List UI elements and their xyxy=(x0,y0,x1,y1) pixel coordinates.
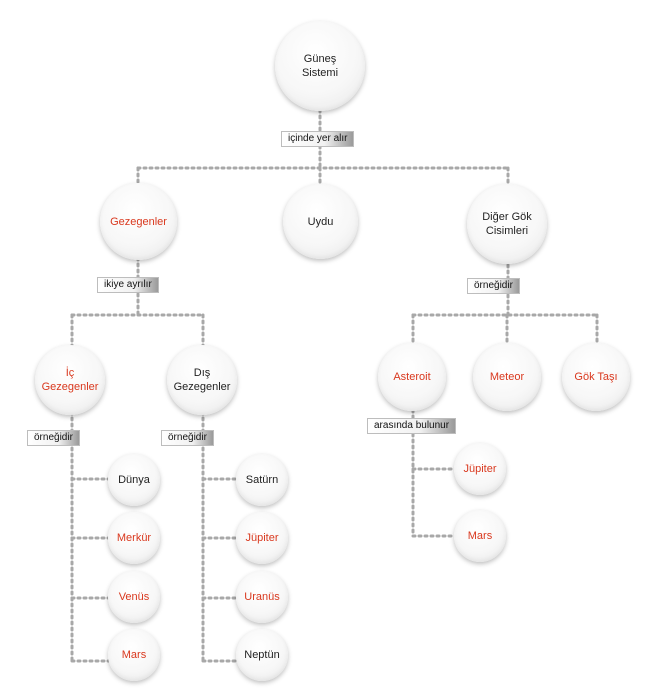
node-label: Merkür xyxy=(116,532,152,544)
node-label: Mars xyxy=(467,530,493,542)
node-jupiter-dis: Jüpiter xyxy=(236,512,288,564)
node-label: Dünya xyxy=(118,474,150,486)
node-label: Uranüs xyxy=(244,591,280,603)
link-label-ikiye-ayrilir: ikiye ayrılır xyxy=(97,277,159,293)
node-label: Güneş Sistemi xyxy=(301,53,339,79)
node-label: Mars xyxy=(121,649,147,661)
node-ic-gezegenler: İç Gezegenler xyxy=(35,345,105,415)
node-mars-ast: Mars xyxy=(454,510,506,562)
node-label: Venüs xyxy=(118,591,150,603)
node-merkur: Merkür xyxy=(108,512,160,564)
node-label: Jüpiter xyxy=(245,532,279,544)
node-uranus: Uranüs xyxy=(236,571,288,623)
node-asteroit: Asteroit xyxy=(378,343,446,411)
node-dunya: Dünya xyxy=(108,454,160,506)
node-gezegenler: Gezegenler xyxy=(100,183,177,260)
node-label: Gezegenler xyxy=(110,215,167,228)
node-mars-ic: Mars xyxy=(108,629,160,681)
node-label: Asteroit xyxy=(393,371,431,383)
node-label: Diğer Gök Cisimleri xyxy=(482,211,532,237)
node-saturn: Satürn xyxy=(236,454,288,506)
node-label: Meteor xyxy=(489,371,525,383)
node-neptun: Neptün xyxy=(236,629,288,681)
node-gunes-sistemi: Güneş Sistemi xyxy=(275,21,365,111)
link-label-ornegidir-dis: örneğidir xyxy=(161,430,214,446)
node-label: Dış Gezegenler xyxy=(173,367,231,393)
node-jupiter-ast: Jüpiter xyxy=(454,443,506,495)
node-label: Neptün xyxy=(244,649,280,661)
node-venus: Venüs xyxy=(108,571,160,623)
link-label-ornegidir-diger: örneğidir xyxy=(467,278,520,294)
link-label-ornegidir-ic: örneğidir xyxy=(27,430,80,446)
node-uydu: Uydu xyxy=(283,184,358,259)
node-dis-gezegenler: Dış Gezegenler xyxy=(167,345,237,415)
node-diger-gok-cisimleri: Diğer Gök Cisimleri xyxy=(467,184,547,264)
node-label: Satürn xyxy=(245,474,279,486)
node-label: Gök Taşı xyxy=(574,371,618,383)
node-gok-tasi: Gök Taşı xyxy=(562,343,630,411)
node-label: İç Gezegenler xyxy=(41,367,99,393)
node-label: Uydu xyxy=(307,215,334,228)
link-label-arasinda-bulunur: arasında bulunur xyxy=(367,418,457,434)
node-label: Jüpiter xyxy=(463,463,497,475)
link-label-icinde-yer-alir: içinde yer alır xyxy=(281,131,355,147)
node-meteor: Meteor xyxy=(473,343,541,411)
